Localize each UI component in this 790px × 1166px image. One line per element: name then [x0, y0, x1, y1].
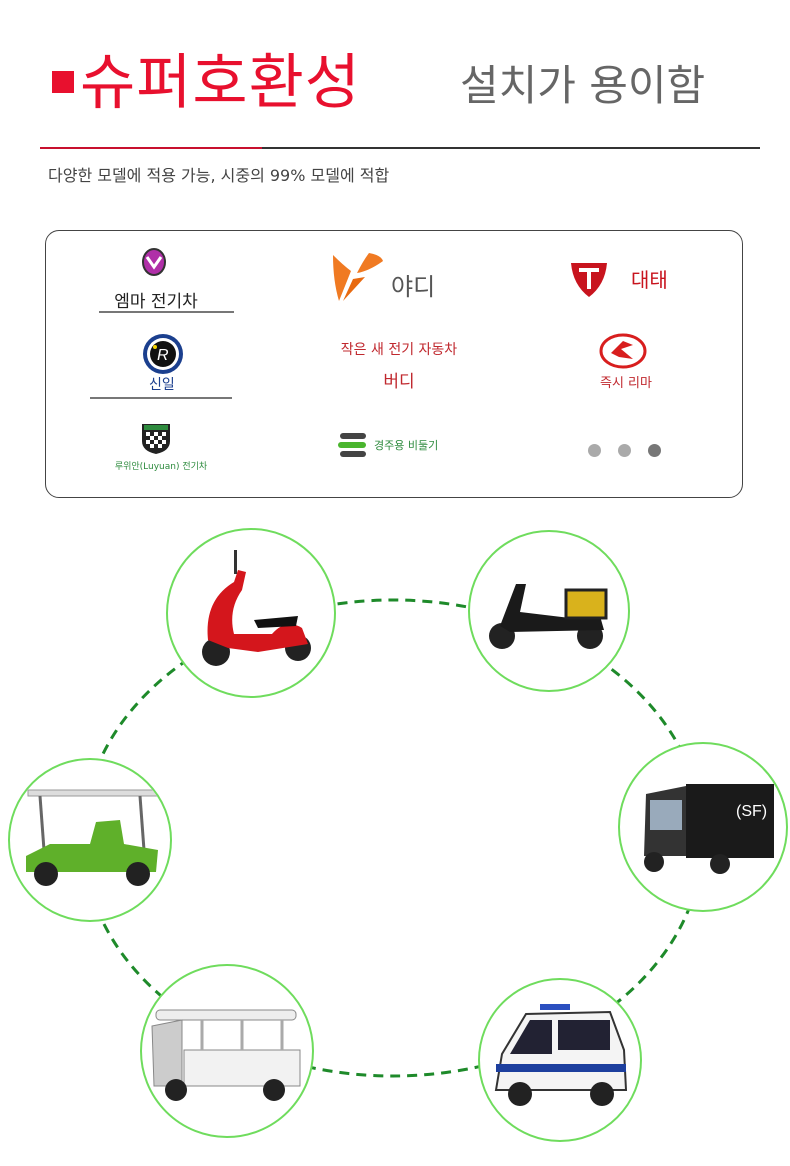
brand-tailg: 대태 — [631, 268, 668, 292]
vehicle-golf-cart — [8, 758, 172, 922]
luyuan-logo-icon — [142, 424, 170, 454]
page-title: 슈퍼호환성 — [80, 48, 361, 118]
brand-card: 엠마 전기차 야디 대태 R 신일 작은 새 전기 자동차 버디 즉시 리마 루… — [45, 230, 743, 498]
pagination-dot-active[interactable] — [648, 444, 661, 457]
svg-text:R: R — [157, 347, 169, 364]
brand-lima: 즉시 리마 — [600, 376, 652, 391]
brand-emma: 엠마 전기차 — [114, 292, 198, 312]
lima-logo-icon — [599, 333, 647, 369]
vehicle-delivery-scooter — [468, 530, 630, 692]
pagination-dot[interactable] — [618, 444, 631, 457]
brand-birdie-sub: 버디 — [383, 372, 415, 392]
page-subtitle: 설치가 용이함 — [460, 61, 706, 110]
divider — [90, 397, 232, 399]
yadea-logo-icon — [333, 253, 383, 301]
red-square-icon — [52, 70, 74, 93]
golf-cart-icon — [26, 789, 159, 886]
brand-yadea: 야디 — [391, 273, 436, 301]
divider — [99, 311, 234, 313]
carousel-pagination — [588, 444, 661, 457]
vehicle-red-scooter — [166, 528, 336, 698]
tailg-logo-icon — [571, 263, 607, 297]
emma-logo-icon — [142, 248, 166, 276]
delivery-scooter-icon — [489, 584, 608, 649]
red-scooter-icon — [202, 550, 311, 666]
pagination-dot[interactable] — [588, 444, 601, 457]
description: 다양한 모델에 적용 가능, 시중의 99% 모델에 적합 — [48, 166, 390, 185]
sunra-logo-icon: R — [143, 334, 183, 374]
vehicle-police-car — [478, 978, 642, 1142]
vehicle-shuttle — [140, 964, 314, 1138]
police-car-icon — [494, 1004, 628, 1106]
divider-dark — [262, 147, 760, 149]
brand-luyuan: 루위안(Luyuan) 전기차 — [114, 462, 208, 472]
pigeon-logo-icon — [338, 433, 366, 457]
svg-text:(SF): (SF) — [736, 803, 767, 820]
brand-birdie: 작은 새 전기 자동차 — [340, 342, 458, 358]
shuttle-icon — [151, 1009, 301, 1101]
brand-pigeon: 경주용 비둘기 — [374, 439, 439, 452]
brand-sunra: 신일 — [149, 377, 175, 393]
vehicle-cargo-tricycle: (SF) — [618, 742, 788, 912]
divider-red — [40, 147, 262, 149]
cargo-tricycle-icon: (SF) — [644, 784, 774, 874]
title-block: 슈퍼호환성 — [52, 34, 361, 121]
